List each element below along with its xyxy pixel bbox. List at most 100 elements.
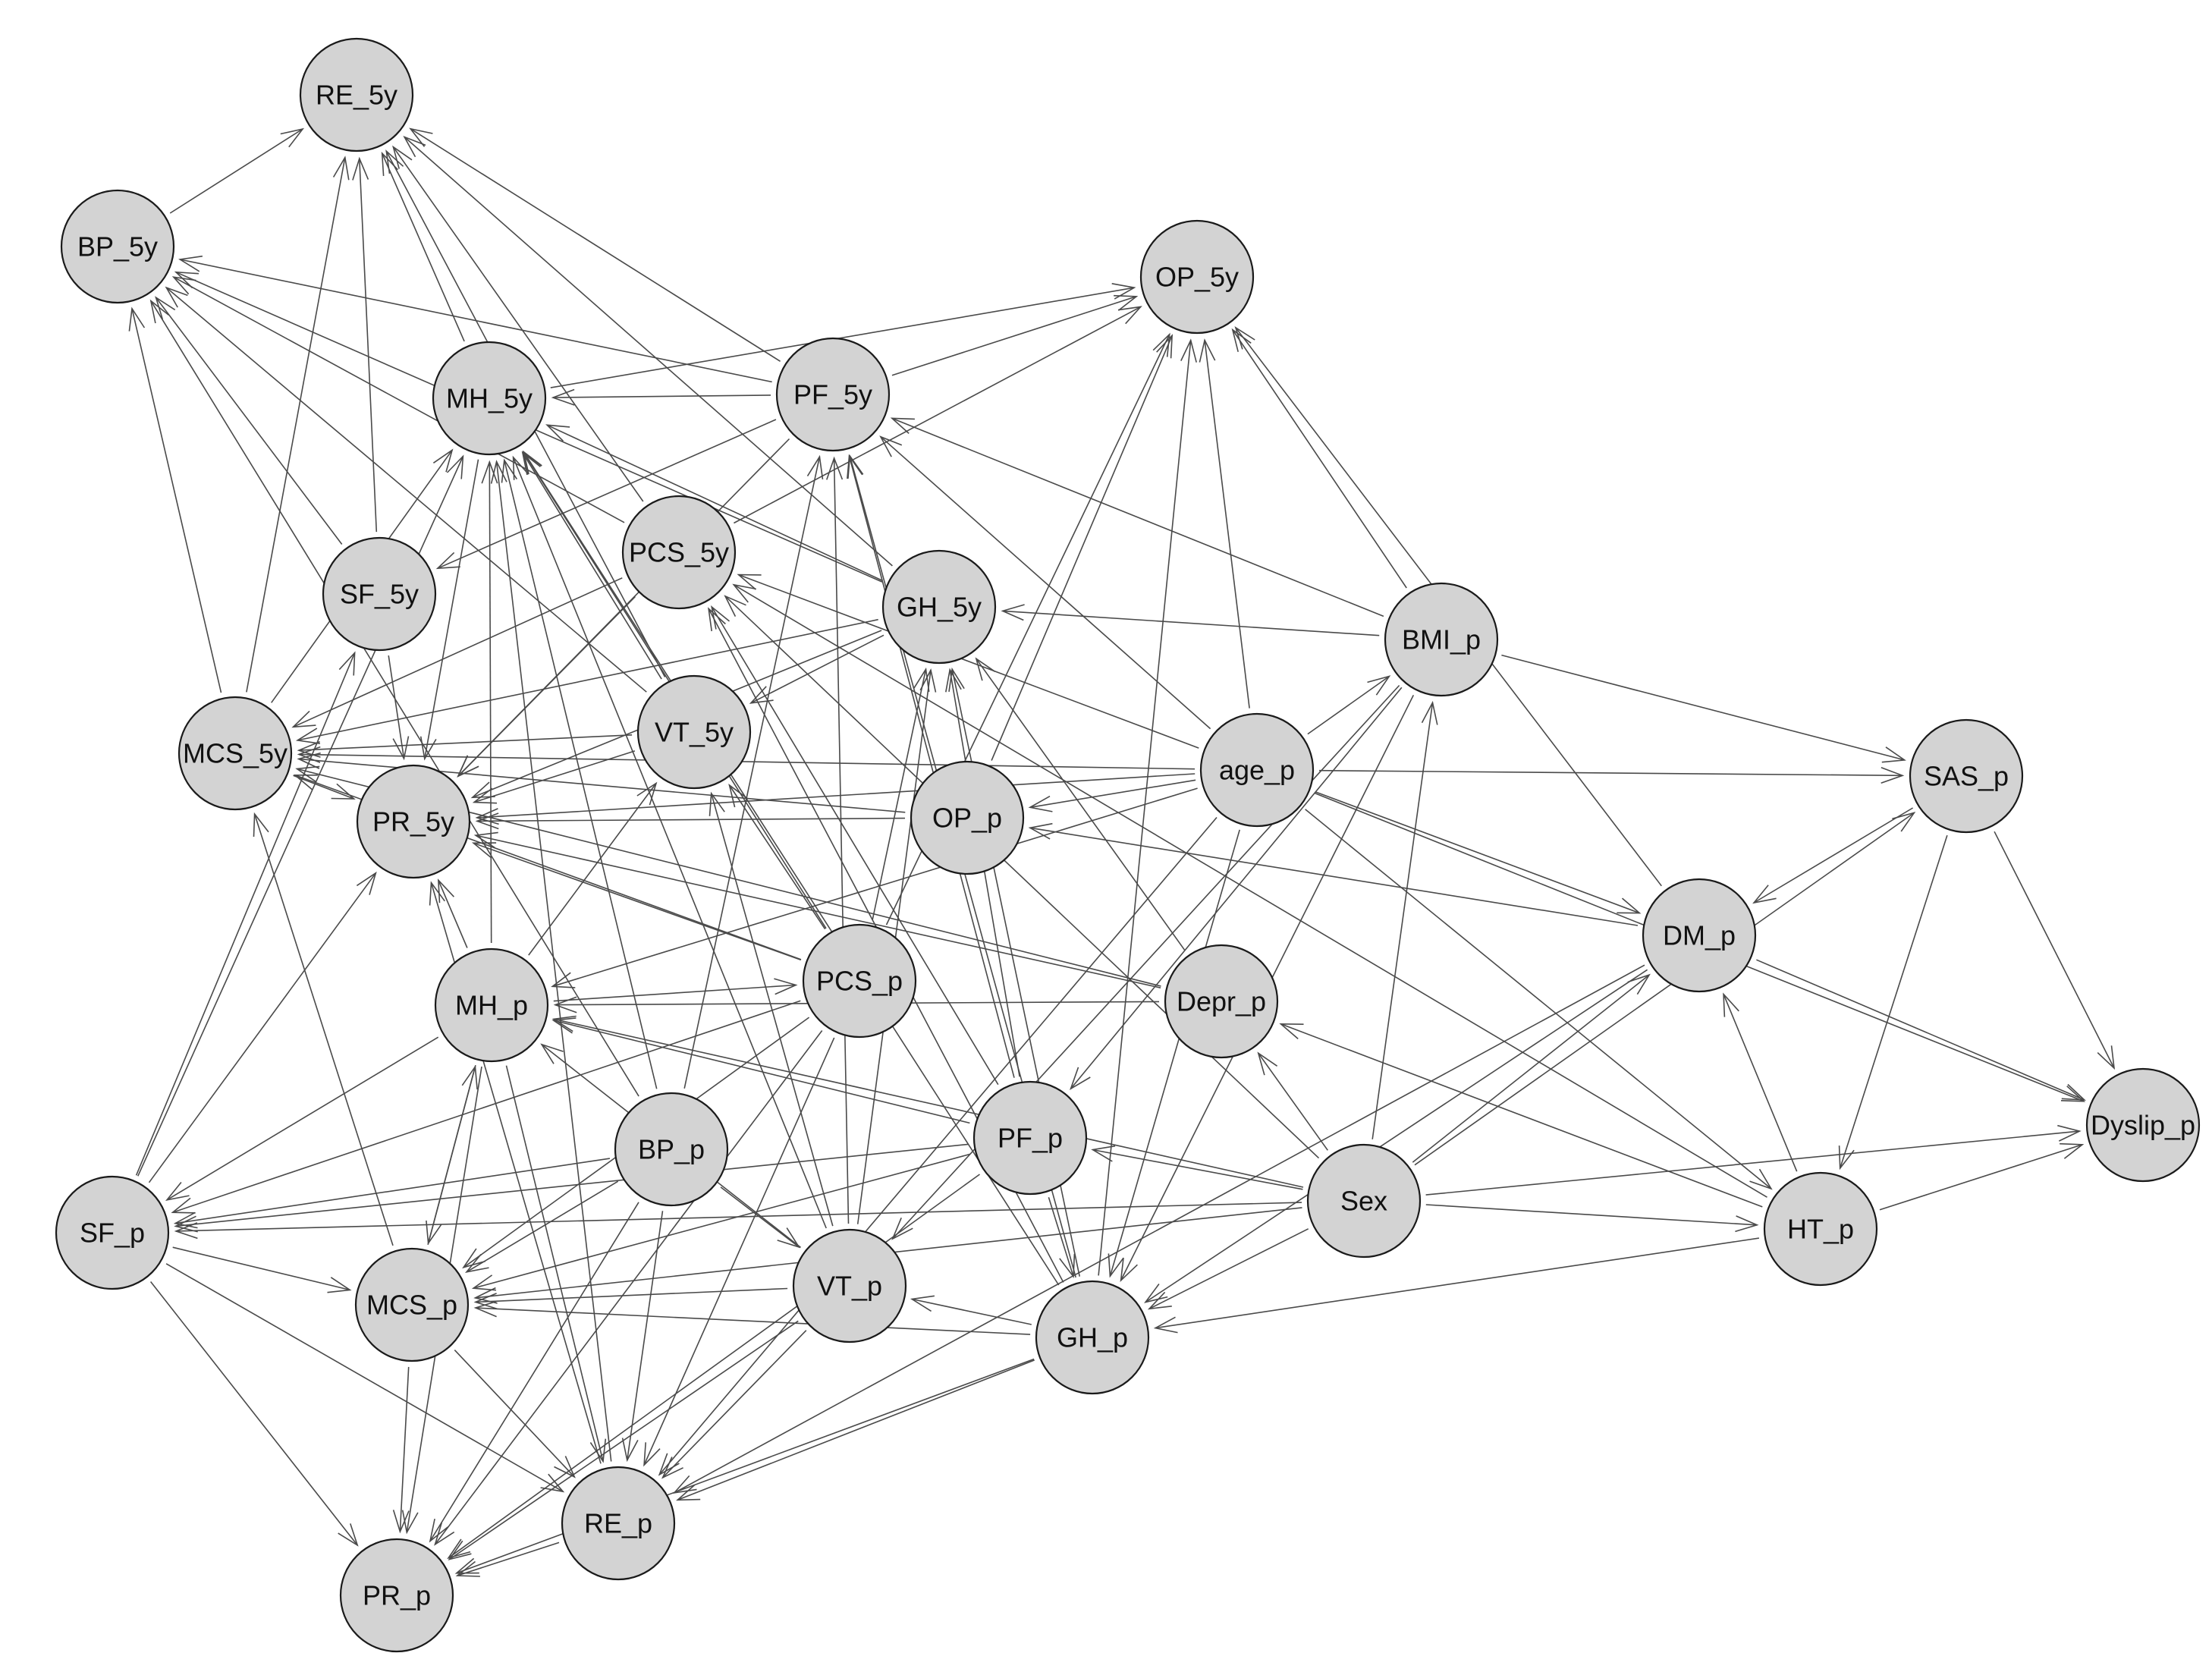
edge-MCS_p-to-MH_p — [427, 1064, 478, 1246]
edge-MCS_p-to-MCS_5y — [253, 812, 394, 1246]
edge-SF_5y-to-BP_5y — [155, 296, 343, 545]
edge-age_p-to-PCS_5y — [737, 574, 1199, 749]
edge-line — [1994, 831, 2115, 1069]
edge-VT_p-to-PF_5y — [826, 456, 850, 1224]
edge-VT_p-to-VT_5y — [709, 791, 834, 1227]
arrowhead-icon — [2057, 1124, 2082, 1142]
arrowhead-icon — [338, 651, 356, 676]
arrowhead-icon — [1091, 1145, 1116, 1162]
arrowhead-icon — [455, 1560, 480, 1577]
arrowhead-icon — [708, 607, 726, 632]
arrowhead-icon — [501, 458, 518, 483]
edge-line — [175, 1143, 969, 1227]
edge-DM_p-to-OP_p — [1028, 822, 1639, 926]
edge-line — [728, 784, 826, 930]
node-DM_p: DM_p — [1642, 878, 1757, 993]
edge-line — [466, 1180, 619, 1273]
edge-line — [253, 813, 394, 1246]
arrowhead-icon — [919, 668, 937, 693]
edge-GH_5y-to-MH_5y — [545, 424, 883, 582]
edge-line — [434, 1030, 823, 1545]
arrowhead-icon — [879, 435, 903, 457]
edge-line — [489, 461, 492, 944]
edge-line — [880, 436, 1211, 730]
arrowhead-icon — [540, 1473, 565, 1493]
edge-PCS_p-to-PR_p — [434, 1030, 823, 1546]
node-circle — [432, 341, 547, 456]
arrowhead-icon — [1367, 675, 1391, 696]
node-label: MH_5y — [446, 383, 533, 414]
edge-BP_p-to-VT_p — [720, 1186, 801, 1249]
edge-MH_5y-to-RE_5y — [381, 151, 465, 342]
edge-line — [173, 276, 625, 523]
node-label: VT_p — [817, 1271, 882, 1302]
arrowhead-icon — [171, 1197, 196, 1214]
edge-line — [246, 157, 346, 693]
arrowhead-icon — [643, 1442, 661, 1467]
edge-line — [172, 1246, 350, 1291]
arrowhead-icon — [155, 296, 176, 320]
arrowhead-icon — [1234, 325, 1255, 350]
node-label: OP_p — [932, 803, 1002, 834]
node-label: PF_5y — [793, 379, 872, 410]
edge-MH_p-to-SF_p — [165, 1036, 439, 1202]
edge-MH_p-to-PR_5y — [437, 878, 468, 948]
edge-line — [552, 787, 1198, 988]
arrowhead-icon — [149, 299, 169, 324]
arrowhead-icon — [472, 787, 498, 804]
edge-SF_p-to-MCS_p — [172, 1246, 352, 1293]
edge-SF_p-to-RE_p — [165, 1263, 565, 1493]
edge-MCS_5y-to-BP_5y — [128, 306, 222, 693]
edge-PF_p-to-GH_5y — [945, 668, 1020, 1077]
arrowhead-icon — [171, 276, 196, 295]
arrowhead-icon — [1059, 1253, 1076, 1279]
node-BP_5y: BP_5y — [60, 189, 175, 304]
edge-line — [1029, 827, 1639, 926]
arrowhead-icon — [2060, 1086, 2086, 1102]
arrowhead-icon — [732, 583, 756, 603]
edge-line — [1756, 959, 2085, 1101]
node-circle — [339, 1538, 454, 1653]
node-label: BMI_p — [1402, 624, 1481, 655]
edge-line — [392, 146, 644, 502]
arrowhead-icon — [661, 1457, 683, 1479]
edge-line — [149, 1281, 358, 1546]
edge-line — [720, 1186, 800, 1248]
edge-line — [891, 296, 1137, 376]
edge-line — [1412, 974, 1650, 1163]
arrowhead-icon — [910, 1295, 935, 1312]
edge-line — [298, 753, 1196, 770]
edge-PF_5y-to-OP_5y — [891, 294, 1139, 376]
edge-line — [437, 419, 777, 569]
node-circle — [299, 37, 414, 152]
edge-line — [424, 459, 479, 759]
node-label: Sex — [1340, 1186, 1387, 1217]
node-circle — [621, 495, 737, 610]
node-OP_p: OP_p — [910, 760, 1025, 875]
arrowhead-icon — [473, 1293, 498, 1310]
edge-PCS_p-to-PR_5y — [471, 842, 802, 961]
node-circle — [1763, 1171, 1878, 1287]
edge-PF_5y-to-SF_5y — [435, 419, 777, 570]
arrowhead-icon — [676, 1484, 701, 1501]
arrowhead-icon — [1752, 885, 1777, 904]
node-MH_p: MH_p — [434, 947, 549, 1063]
node-label: MH_p — [455, 990, 528, 1021]
edge-SAS_p-to-DM_p — [1752, 807, 1914, 904]
arrowhead-icon — [551, 1015, 577, 1032]
arrowhead-icon — [446, 454, 464, 479]
arrowhead-icon — [403, 135, 426, 158]
arrowhead-icon — [724, 595, 746, 617]
edge-line — [298, 734, 633, 751]
edge-line — [473, 1153, 971, 1289]
arrowhead-icon — [553, 996, 577, 1013]
edge-Sex-to-Depr_p — [1257, 1051, 1328, 1151]
edge-line — [1753, 807, 1914, 903]
edge-GH_p-to-MH_5y — [523, 450, 1060, 1286]
edge-SAS_p-to-Dyslip_p — [1994, 831, 2116, 1070]
edge-GH_p-to-OP_5y — [1098, 338, 1197, 1276]
arrowhead-icon — [523, 450, 542, 475]
arrowhead-icon — [913, 667, 930, 693]
arrowhead-icon — [448, 1540, 472, 1560]
